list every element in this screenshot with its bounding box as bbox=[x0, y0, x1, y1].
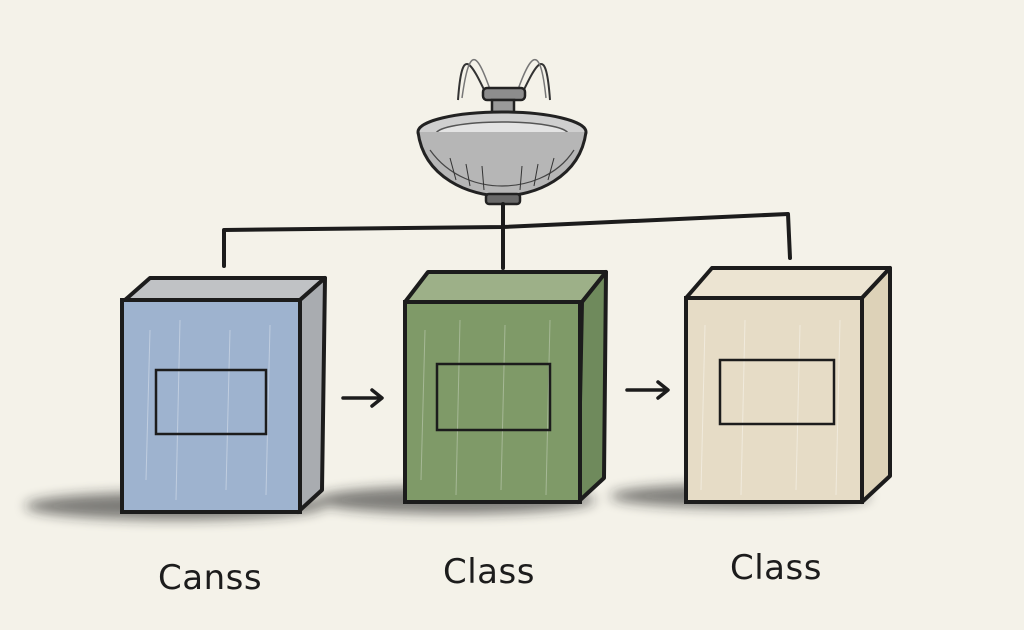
box-3 bbox=[684, 266, 892, 504]
arrow-right-icon bbox=[625, 380, 670, 400]
arrow-right-icon bbox=[341, 388, 384, 408]
connector-lines bbox=[222, 202, 792, 270]
box-1 bbox=[120, 276, 327, 514]
fountain-icon bbox=[416, 58, 588, 206]
box-1-inner-panel bbox=[154, 368, 268, 436]
box-2-inner-panel bbox=[435, 362, 552, 432]
connector-branch bbox=[222, 212, 792, 268]
box-2 bbox=[403, 270, 608, 504]
box-1-label: Canss bbox=[158, 558, 263, 598]
box-2-label: Class bbox=[443, 552, 535, 592]
box-3-inner-panel bbox=[718, 358, 836, 426]
box-3-label: Class bbox=[730, 548, 822, 588]
